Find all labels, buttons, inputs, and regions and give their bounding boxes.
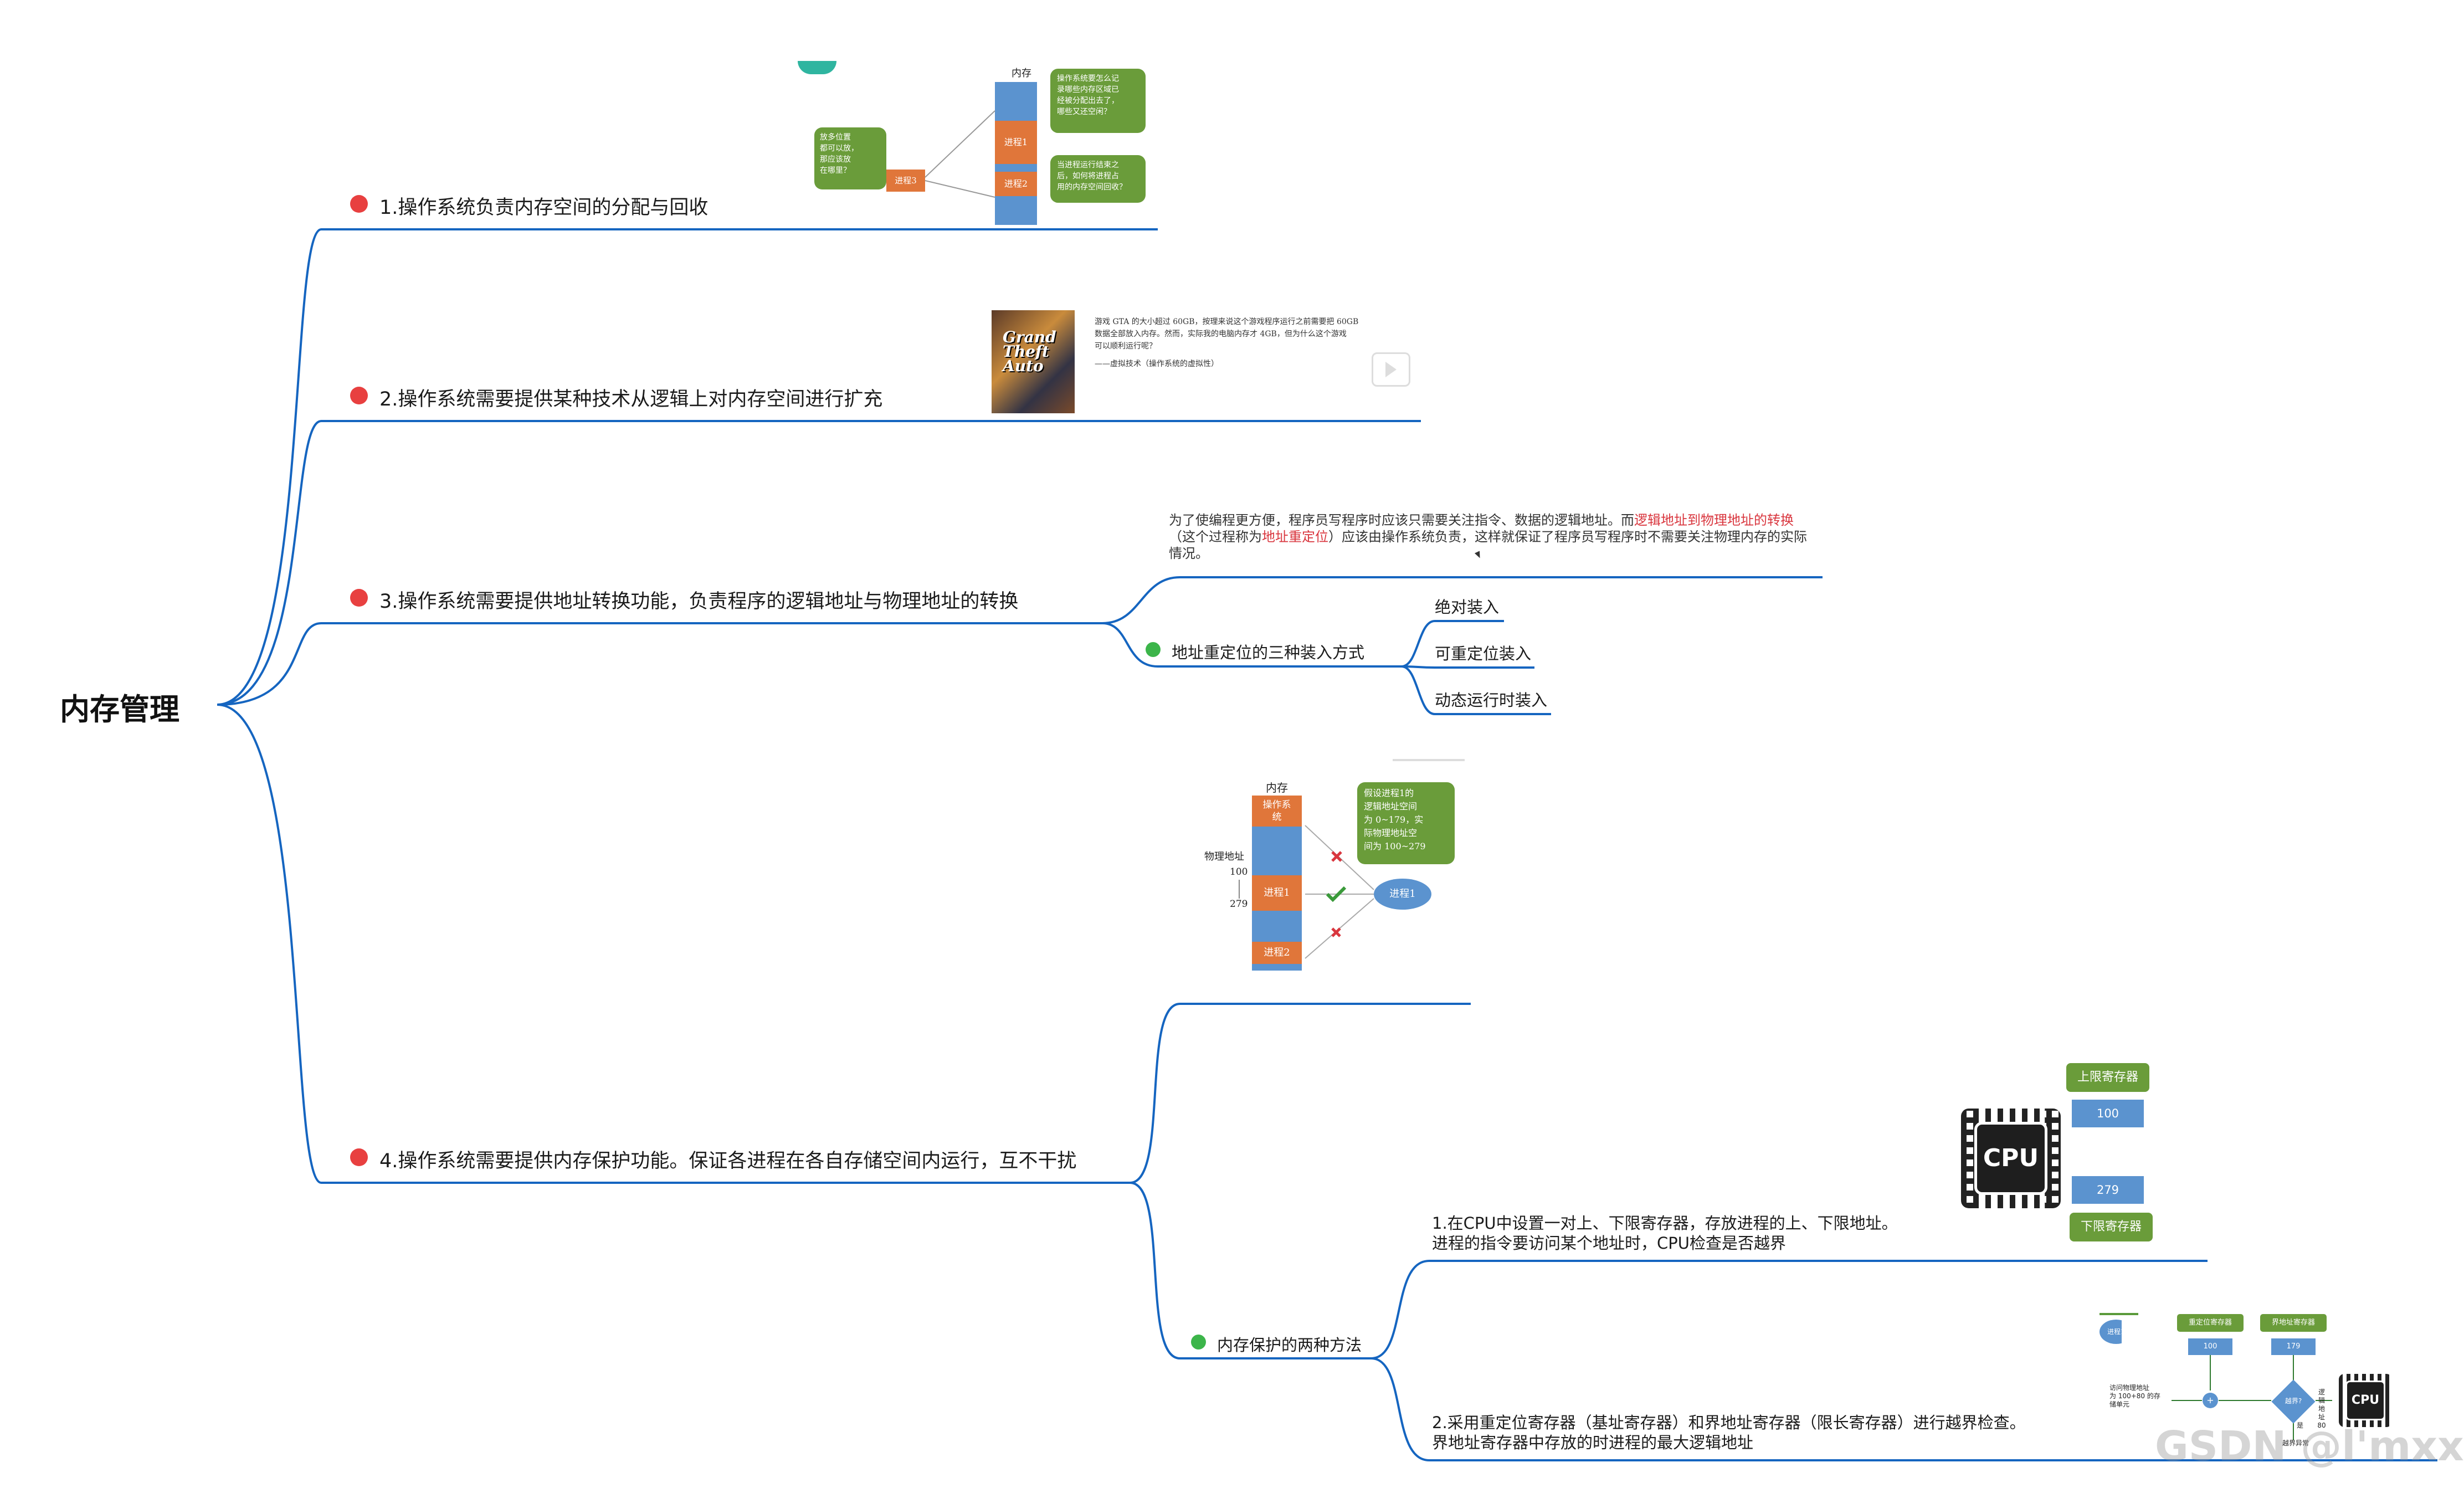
limit-register-label: 界地址寄存器 [2260,1314,2327,1332]
para-text-b: （这个过程称为 [1169,529,1262,545]
connector-b3-para [1102,576,1823,624]
para-highlight-relocation: 地址重定位 [1262,529,1328,545]
lower-register-value: 279 [2072,1176,2144,1204]
method-2-line-1: 2.采用重定位寄存器（基址寄存器）和界地址寄存器（限长寄存器）进行越界检查。 [1432,1413,2026,1432]
address-279: 279 [1230,899,1248,910]
branch-1-label[interactable]: 1.操作系统负责内存空间的分配与回收 [379,197,709,219]
mode-absolute[interactable]: 绝对装入 [1435,598,1500,617]
method-2-text[interactable]: 2.采用重定位寄存器（基址寄存器）和界地址寄存器（限长寄存器）进行越界检查。 界… [1432,1413,2026,1453]
connector-b3-sub [1102,622,1402,668]
process-3-block: 进程3 [886,170,925,192]
csdn-watermark: GSDN @l'mxx [2155,1423,2464,1470]
upper-register-value: 100 [2072,1100,2144,1127]
overflow-exception: 越界异常 [2282,1439,2309,1447]
process-1-region: 进程1 [1252,875,1302,911]
memory-title: 内存 [1012,68,1031,79]
para-text-a: 为了使编程更方便，程序员写程序时应该只需要关注指令、数据的逻辑地址。而 [1169,512,1634,528]
gta-description: 游戏 GTA 的大小超过 60GB，按理来说这个游戏程序运行之前需要把 60GB… [1095,317,1359,368]
process-ellipse-fragment: 进程1 [2099,1320,2122,1344]
branch-3-marker [350,589,368,607]
mode-dynamic[interactable]: 动态运行时装入 [1435,691,1548,710]
method-1-line-2: 进程的指令要访问某个地址时，CPU检查是否越界 [1432,1234,1786,1253]
branch-4-marker [350,1148,368,1166]
memory-process-1: 进程1 [995,121,1037,164]
play-icon[interactable] [1372,352,1410,387]
limit-register-value: 179 [2271,1338,2316,1355]
connector-branch-4 [217,704,1130,1184]
protection-arrows [1239,825,1374,959]
compare-yes: 是 [2297,1422,2304,1429]
lower-register-label: 下限寄存器 [2070,1213,2153,1241]
bubble-where-to-place: 放多位置都可以放，那应该放在哪里？ [814,127,886,189]
relocation-sub-label[interactable]: 地址重定位的三种装入方式 [1172,643,1365,662]
allocation-arrows [925,110,995,198]
protection-sub-label[interactable]: 内存保护的两种方法 [1217,1336,1362,1354]
branch-3-label[interactable]: 3.操作系统需要提供地址转换功能，负责程序的逻辑地址与物理地址的转换 [379,591,1019,613]
connector-mode-1 [1401,620,1504,668]
adder-circle: + [2203,1393,2218,1408]
connector-branch-1 [217,228,1158,706]
mode-relocatable[interactable]: 可重定位装入 [1435,644,1532,663]
method-1-line-1: 1.在CPU中设置一对上、下限寄存器，存放进程的上、下限地址。 [1432,1214,1898,1233]
physical-address-label: 物理地址 [1204,851,1244,863]
memory-title-2: 内存 [1266,781,1288,794]
branch-1-marker [350,195,368,213]
upper-register-label: 上限寄存器 [2066,1063,2149,1092]
edge-fragment [2099,1313,2138,1315]
method-1-text[interactable]: 1.在CPU中设置一对上、下限寄存器，存放进程的上、下限地址。 进程的指令要访问… [1432,1213,1898,1253]
process-2-region: 进程2 [1252,942,1302,964]
cpu-chip-icon: CPU [1974,1122,2047,1195]
connector-branch-3 [217,622,1102,706]
relocation-check-image: 进程1 重定位寄存器 界地址寄存器 100 179 + 越界? 是 越界异常 访… [2099,1307,2332,1451]
connector-method-1 [1370,1260,2208,1359]
root-topic[interactable]: 内存管理 [60,692,179,727]
connector-branch-2 [217,420,1421,706]
image-edge-fragment [1393,759,1465,761]
method-2-line-2: 界地址寄存器中存放的时进程的最大逻辑地址 [1432,1433,1754,1452]
os-region: 操作系统 [1252,796,1302,827]
logical-space-bubble: 假设进程1的逻辑地址空间为 0~179，实际物理地址空间为 100~279 [1357,782,1455,864]
para-highlight-translation: 逻辑地址到物理地址的转换 [1634,512,1794,528]
para-text-c: ）应该由操作系统负责，这样就保证了程序员写程序时不需要关注物理内存的实际情况。 [1169,529,1807,561]
connector-mode-2 [1401,665,1534,669]
connector-method-2 [1370,1357,2437,1461]
limit-registers-image: 上限寄存器 100 279 下限寄存器 CPU [1961,1055,2163,1252]
protection-sub-marker [1191,1335,1206,1350]
compare-label: 越界? [2285,1397,2302,1405]
small-cpu-chip-icon: CPU [2345,1381,2385,1420]
relocation-register-label: 重定位寄存器 [2177,1314,2244,1332]
connector-b4-img [1130,1003,1471,1184]
memory-process-2: 进程2 [995,172,1037,196]
connector-mode-3 [1401,665,1551,715]
physical-access-label: 访问物理地址为 100+80 的存储单元 [2109,1384,2160,1408]
branch-2-marker [350,387,368,404]
bubble-reclaim-memory: 当进程运行结束之后，如何将进程占用的内存空间回收？ [1050,155,1146,203]
connector-b4-sub [1130,1182,1371,1359]
memory-protection-image: 内存 操作系统 进程1 进程2 物理地址 100 279 进程1 假设进程1的逻… [1191,759,1471,983]
relocation-sub-marker [1146,642,1161,657]
logical-process-ellipse: 进程1 [1374,879,1431,910]
branch-2-label[interactable]: 2.操作系统需要提供某种技术从逻辑上对内存空间进行扩充 [379,388,883,411]
memory-allocation-image: 内存 进程1 进程2 进程3 放多位置都可以放，那应该放在哪里？ 操作系统要怎么… [798,61,1158,227]
branch-4-label[interactable]: 4.操作系统需要提供内存保护功能。保证各进程在各自存储空间内运行，互不干扰 [379,1150,1077,1172]
address-translation-description: 为了使编程更方便，程序员写程序时应该只需要关注指令、数据的逻辑地址。而逻辑地址到… [1169,512,1811,562]
relocation-flow-arrows [2172,1355,2332,1440]
teal-shape-fragment [798,61,836,74]
bubble-track-allocation: 操作系统要怎么记录哪些内存区域已经被分配出去了，哪些又还空闲？ [1050,69,1146,133]
relocation-register-value: 100 [2188,1338,2232,1355]
address-100: 100 [1230,866,1248,878]
